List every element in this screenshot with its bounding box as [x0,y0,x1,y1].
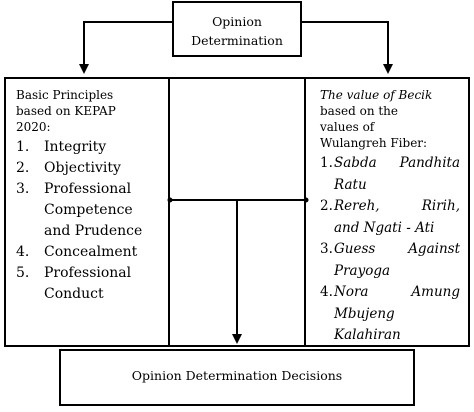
list-item: 2. Objectivity [16,158,168,179]
list-item: 1. Integrity [16,137,168,158]
item-text: Prayoga [334,262,391,279]
item-word: Nora [334,284,369,300]
right-connector-arrow [302,21,393,74]
list-item: 3. Guess Against Prayoga [320,239,460,282]
item-text: Ratu [334,176,367,193]
item-number: 1. [16,139,30,155]
join-dot-right [303,197,309,203]
top-box-line-1: Opinion [212,14,262,29]
item-text: Mbujeng [334,305,395,322]
item-text: Conduct [44,286,104,302]
item-text: Integrity [44,139,107,155]
opinion-determination-box: Opinion Determination [172,1,302,57]
item-text: Objectivity [44,160,121,176]
item-word: Pandhita [399,155,460,171]
left-intro-line-3: 2020: [16,120,51,134]
right-intro-line-4: Wulangreh Fiber: [320,136,428,150]
item-word: Against [408,241,460,257]
principles-list: 1. Integrity 2. Objectivity 3. Professio… [6,137,168,305]
item-text: Competence [44,202,133,218]
right-intro-line-3: values of [320,120,375,134]
opinion-decisions-box: Opinion Determination Decisions [59,349,415,406]
right-intro-line-2: based on the [320,104,399,118]
becik-values-box: The value of Becik based on the values o… [304,77,470,347]
item-word: Sabda [334,155,377,171]
top-box-line-2: Determination [191,33,283,48]
list-item: 5. Professional Conduct [16,263,168,305]
item-text: and Prudence [44,223,143,239]
left-intro-line-2: based on KEPAP [16,104,116,118]
list-item: 2. Rereh, Ririh, and Ngati - Ati [320,196,460,239]
list-item: 4. Concealment [16,242,168,263]
item-word: Ririh, [421,198,460,214]
list-item: 4. Nora Amung Mbujeng Kalahiran [320,282,460,347]
item-word: Rereh, [334,198,380,214]
left-intro-line-1: Basic Principles [16,88,114,102]
join-dot-left [167,197,173,203]
item-number: 1. [320,155,333,171]
item-text: Kalahiran [334,327,401,343]
item-text: Professional [44,181,132,197]
item-word: Guess [334,241,376,257]
item-number: 5. [16,265,30,281]
item-number: 4. [320,284,333,300]
item-number: 2. [320,198,333,214]
list-item: 3. Professional Competence and Prudence [16,179,168,242]
item-number: 2. [16,160,30,176]
item-word: Amung [411,284,460,300]
item-text: Professional [44,265,132,281]
bottom-box-label: Opinion Determination Decisions [131,368,343,383]
item-number: 3. [16,181,30,197]
item-number: 3. [320,241,333,257]
item-text: and Ngati - Ati [334,219,435,236]
list-item: 1. Sabda Pandhita Ratu [320,153,460,196]
item-number: 4. [16,244,30,260]
item-text: Concealment [44,244,138,260]
becik-values-list: 1. Sabda Pandhita Ratu 2. Rereh, Ririh, an… [306,153,468,347]
left-connector-arrow [79,21,172,74]
right-intro-italic: The value of Becik [320,88,433,102]
